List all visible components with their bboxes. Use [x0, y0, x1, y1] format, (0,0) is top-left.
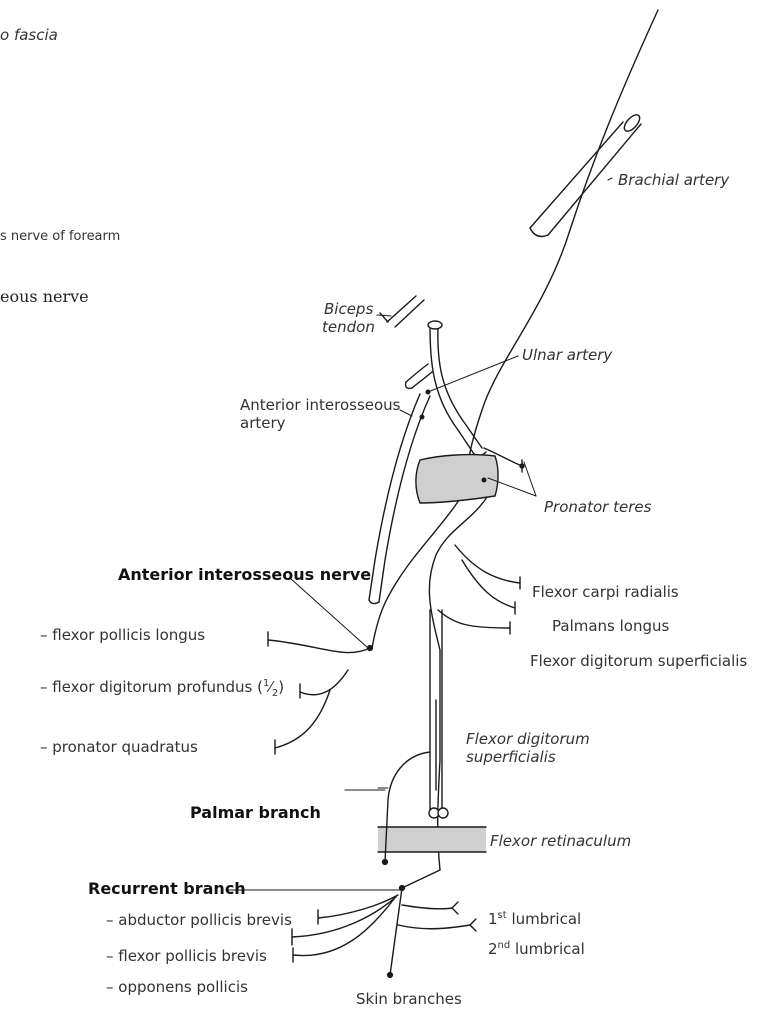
fdp-close: ) [278, 678, 284, 696]
second-lumbrical-text: lumbrical [510, 940, 585, 958]
biceps-label-line1: Biceps [324, 300, 373, 318]
flexor-carpi-radialis-label: Flexor carpi radialis [532, 583, 679, 601]
fdp-numerator: 1 [263, 678, 269, 689]
pronator-teres-label: Pronator teres [544, 498, 651, 516]
ulnar-artery [406, 321, 486, 456]
anterior-interosseous-artery-label-line2: artery [240, 414, 286, 432]
brachial-artery-label: Brachial artery [618, 171, 729, 189]
flexor-retinaculum [378, 827, 486, 852]
palmar-branch-label: Palmar branch [190, 804, 321, 822]
fascia-label: o fascia [0, 26, 58, 44]
first-lumbrical-number: 1 [488, 910, 498, 928]
biceps-label-line2: tendon [322, 318, 375, 336]
flexor-retinaculum-label: Flexor retinaculum [490, 832, 631, 850]
palmaris-longus-label: Palmans longus [552, 617, 669, 635]
ulnar-artery-label: Ulnar artery [522, 346, 612, 364]
biceps-tendon [380, 296, 424, 327]
anterior-interosseous-artery-label-line1: Anterior interosseous [240, 396, 400, 414]
second-lumbrical-suffix: nd [498, 940, 511, 951]
first-lumbrical-suffix: st [498, 910, 507, 921]
fpb-label: – flexor pollicis brevis [106, 947, 267, 965]
recurrent-branch-label: Recurrent branch [88, 880, 246, 898]
cut-nerve-label: s nerve of forearm [0, 228, 120, 246]
leader-lines [228, 178, 612, 890]
first-lumbrical-label: 1st lumbrical [488, 910, 581, 928]
second-lumbrical-number: 2 [488, 940, 498, 958]
fpl-label: – flexor pollicis longus [40, 626, 205, 644]
anterior-interosseous-nerve-label: Anterior interosseous nerve [118, 566, 371, 584]
first-lumbrical-text: lumbrical [507, 910, 582, 928]
hand-branches [292, 886, 476, 978]
fdp-text: – flexor digitorum profundus ( [40, 678, 263, 696]
fds-branch-label: Flexor digitorum superficialis [530, 652, 747, 670]
fds-tendon-label-line2: superficialis [466, 748, 556, 766]
apb-label: – abductor pollicis brevis [106, 911, 292, 929]
skin-branches-label: Skin branches [356, 990, 462, 1008]
opponens-pollicis-label: – opponens pollicis [106, 978, 248, 996]
second-lumbrical-label: 2nd lumbrical [488, 940, 585, 958]
pronator-quadratus-label: – pronator quadratus [40, 738, 198, 756]
fdp-label: – flexor digitorum profundus (1⁄2) [40, 678, 284, 703]
fds-tendon-label-line1: Flexor digitorum [466, 730, 590, 748]
cut-serif-label: eous nerve [0, 288, 89, 306]
